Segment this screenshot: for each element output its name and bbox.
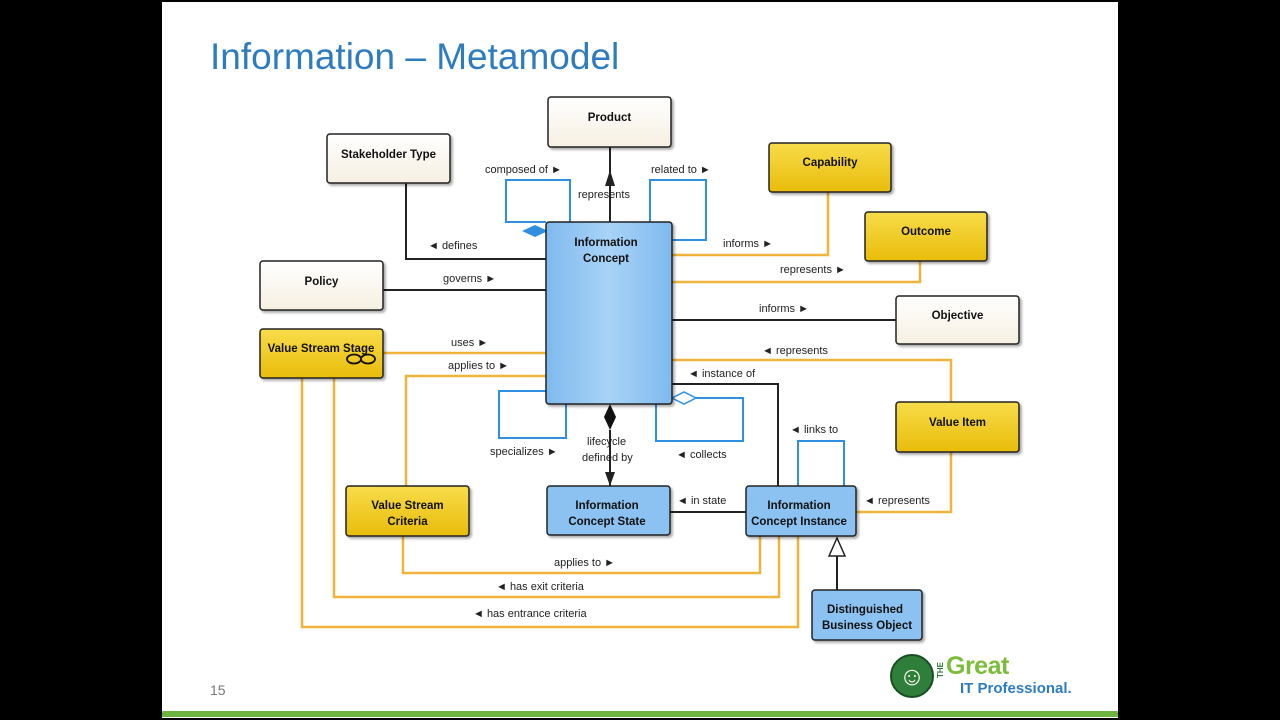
edge-label-has-entrance-criteria: ◄ has entrance criteria: [473, 608, 587, 620]
edge-label-specializes: specializes ►: [490, 446, 558, 458]
slide-accent-bar: [162, 711, 1118, 717]
edge-criteria-applies-to-instance: [401, 536, 762, 575]
edge-criteria-applies-to-ic: [404, 374, 546, 486]
edge-label-composed-of: composed of ►: [485, 164, 562, 176]
label-stakeholder-type: Stakeholder Type: [341, 149, 436, 161]
edge-labels: composed of ► related to ► represents ◄ …: [428, 164, 930, 620]
mascot-face-icon: ☺: [890, 654, 934, 698]
label-information-concept-line1: Information: [574, 237, 637, 249]
label-dbo-line2: Business Object: [822, 620, 912, 632]
label-value-stream-criteria-line2: Criteria: [387, 516, 428, 528]
diamond-lifecycle: [604, 404, 616, 430]
metamodel-diagram: Product Stakeholder Type Capability Outc…: [259, 96, 1020, 641]
label-outcome: Outcome: [901, 226, 951, 238]
edge-label-represents-product: represents: [578, 189, 630, 201]
page-number: 15: [210, 682, 226, 698]
infinity-icon: [346, 353, 376, 365]
loop-links-to: [797, 440, 845, 486]
label-value-stream-criteria-line1: Value Stream: [371, 500, 443, 512]
arrowhead-represents-product: [605, 170, 615, 186]
edge-label-related-to: related to ►: [651, 164, 711, 176]
edge-stakeholder-defines: [405, 183, 546, 260]
edge-label-collects: ◄ collects: [676, 449, 727, 461]
blue-connectors: [498, 179, 845, 486]
arrowhead-lifecycle: [605, 472, 615, 486]
edge-label-in-state: ◄ in state: [677, 495, 726, 507]
loop-related-to: [649, 179, 707, 241]
slide: Information – Metamodel: [162, 2, 1118, 718]
label-policy: Policy: [305, 276, 339, 288]
label-ic-state-line2: Concept State: [568, 516, 645, 528]
label-product: Product: [588, 112, 632, 124]
black-connectors: [383, 147, 896, 590]
loop-specializes: [498, 390, 567, 439]
edge-exit-criteria: [332, 378, 781, 599]
node-value-stream-criteria[interactable]: Value Stream Criteria: [345, 485, 470, 537]
node-distinguished-business-object[interactable]: Distinguished Business Object: [811, 589, 923, 641]
node-stakeholder-type[interactable]: Stakeholder Type: [326, 133, 451, 184]
edge-label-lifecycle-line2: defined by: [582, 452, 633, 464]
edge-label-applies-to-criteria: applies to ►: [554, 557, 615, 569]
edge-label-instance-of: ◄ instance of: [688, 368, 756, 380]
generalization-triangle: [827, 536, 847, 557]
diamond-composed-of: [522, 225, 548, 237]
node-information-concept-instance[interactable]: Information Concept Instance: [745, 485, 857, 537]
node-outcome[interactable]: Outcome: [864, 211, 988, 262]
label-capability: Capability: [803, 157, 859, 169]
node-capability[interactable]: Capability: [768, 142, 892, 193]
edge-label-lifecycle-line1: lifecycle: [587, 436, 626, 448]
node-value-item[interactable]: Value Item: [895, 401, 1020, 453]
edge-label-represents-outcome: represents ►: [780, 264, 846, 276]
edge-outcome-represents: [672, 261, 922, 284]
node-information-concept-state[interactable]: Information Concept State: [546, 485, 671, 536]
node-value-stream-stage[interactable]: Value Stream Stage: [259, 328, 384, 379]
slide-title: Information – Metamodel: [210, 36, 620, 77]
label-objective: Objective: [932, 310, 984, 322]
edge-capability-informs: [672, 192, 830, 257]
node-product[interactable]: Product: [547, 96, 672, 148]
logo-it-professional: IT Professional.: [960, 680, 1072, 697]
edge-instance-of: [672, 383, 779, 486]
logo-the: THE: [936, 662, 945, 678]
loop-composed-of: [505, 179, 571, 223]
logo-great: Great: [946, 652, 1009, 680]
node-objective[interactable]: Objective: [895, 295, 1020, 345]
label-dbo-line1: Distinguished: [827, 604, 903, 616]
edge-label-links-to: ◄ links to: [790, 424, 838, 436]
label-ic-instance-line2: Concept Instance: [751, 516, 847, 528]
edge-label-has-exit-criteria: ◄ has exit criteria: [496, 581, 585, 593]
node-information-concept[interactable]: Information Concept: [545, 221, 673, 405]
edge-entrance-criteria: [300, 378, 800, 629]
edge-label-represents-value-item: ◄ represents: [762, 345, 828, 357]
label-value-stream-stage: Value Stream Stage: [268, 343, 375, 355]
diamond-collects: [670, 391, 698, 405]
edge-value-item-instance: [856, 452, 953, 514]
label-value-item: Value Item: [929, 417, 986, 429]
edge-label-represents-instance: ◄ represents: [864, 495, 930, 507]
label-ic-instance-line1: Information: [767, 500, 830, 512]
edge-label-applies-to-ic: applies to ►: [448, 360, 509, 372]
great-it-professional-logo: ☺ THE Great IT Professional.: [890, 652, 1080, 704]
orange-connectors: [300, 192, 953, 629]
edge-value-item-represents: [672, 358, 953, 402]
loop-collects: [655, 397, 744, 442]
edge-label-defines: ◄ defines: [428, 240, 478, 252]
label-ic-state-line1: Information: [575, 500, 638, 512]
node-policy[interactable]: Policy: [259, 260, 384, 311]
edge-label-governs: governs ►: [443, 273, 496, 285]
edge-label-informs-capability: informs ►: [723, 238, 773, 250]
edge-label-uses: uses ►: [451, 337, 488, 349]
edge-label-informs-objective: informs ►: [759, 303, 809, 315]
label-information-concept-line2: Concept: [583, 253, 629, 265]
